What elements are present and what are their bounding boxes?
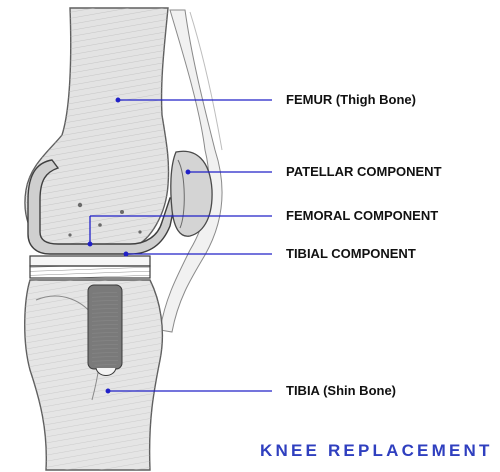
femur-illustration [25,8,169,246]
tibia-illustration [25,280,163,470]
label-tibial-component: TIBIAL COMPONENT [286,246,416,261]
label-femur: FEMUR (Thigh Bone) [286,92,416,107]
label-patellar-component: PATELLAR COMPONENT [286,164,442,179]
patellar-component-illustration [171,151,212,236]
label-femoral-component: FEMORAL COMPONENT [286,208,438,223]
diagram-title: KNEE REPLACEMENT [260,441,493,461]
label-tibia: TIBIA (Shin Bone) [286,383,396,398]
